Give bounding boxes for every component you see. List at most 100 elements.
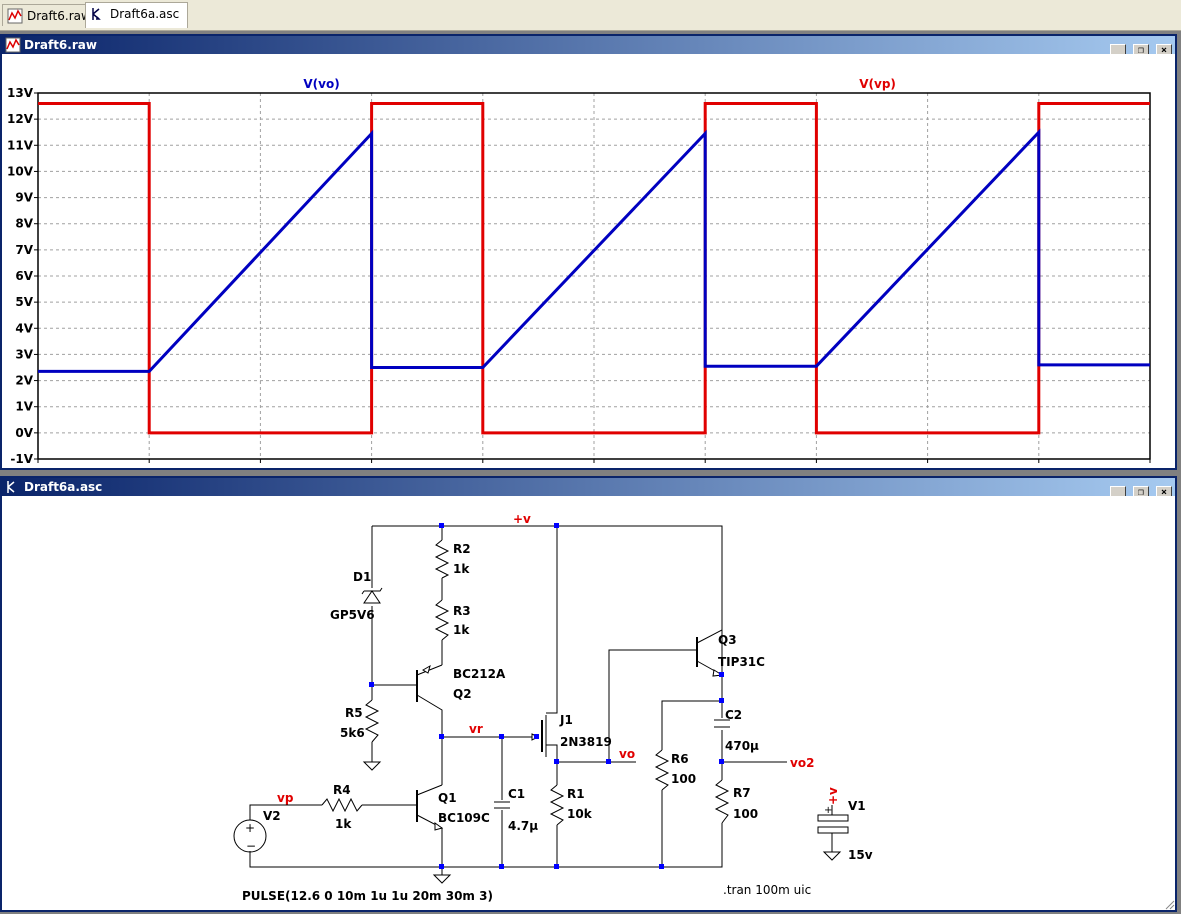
J1-ref: J1: [559, 713, 573, 727]
capacitors: [494, 719, 730, 809]
Q2-ref: Q2: [453, 687, 472, 701]
V1-value: 15v: [848, 848, 873, 862]
V2-value: PULSE(12.6 0 10m 1u 1u 20m 30m 3): [242, 889, 493, 903]
plot-frame: [37, 92, 1151, 460]
V2-symbol: + −: [233, 819, 267, 853]
Q3-value: TIP31C: [718, 655, 765, 669]
Q2-value: BC212A: [453, 667, 506, 681]
R1-value: 10k: [567, 807, 593, 821]
V1-symbol: +: [817, 805, 849, 848]
x-tick-label: 10ms: [131, 466, 167, 468]
y-tick-label: 4V: [15, 321, 33, 335]
Q3-ref: Q3: [718, 633, 737, 647]
resize-grip-icon[interactable]: [1163, 898, 1175, 910]
schematic-icon: [7, 481, 15, 493]
waveform-window: Draft6.raw _ ❐ × 0ms 10ms 20ms 30ms 40ms 50ms…: [0, 34, 1177, 470]
y-tick-label: 11V: [7, 138, 34, 152]
V2-ref: V2: [263, 809, 281, 823]
y-tick-label: -1V: [10, 452, 33, 466]
svg-text:+: +: [824, 805, 832, 816]
R4-ref: R4: [333, 783, 351, 797]
C2-ref: C2: [725, 708, 742, 722]
R1-ref: R1: [567, 787, 585, 801]
schematic-icon: [92, 8, 101, 20]
resistors: [321, 539, 730, 826]
D1-ref: D1: [353, 570, 371, 584]
net-label-vo: vo: [619, 747, 635, 761]
svg-text:+: +: [245, 821, 255, 835]
y-tick-label: 7V: [15, 243, 33, 257]
x-tick-label: 30ms: [353, 466, 389, 468]
C1-ref: C1: [508, 787, 525, 801]
net-label-vo2: vo2: [790, 756, 814, 770]
waveform-icon: [7, 8, 23, 24]
V1-ref: V1: [848, 799, 866, 813]
R7-value: 100: [733, 807, 758, 821]
R4-value: 1k: [335, 817, 352, 831]
R7-symbol: [714, 779, 730, 824]
x-tick-label: 40ms: [465, 466, 501, 468]
R2-ref: R2: [453, 542, 471, 556]
y-tick-label: 2V: [15, 374, 33, 388]
y-tick-label: 3V: [15, 347, 33, 361]
window-title: Draft6a.asc: [24, 480, 103, 494]
R5-value: 5k6: [340, 726, 365, 740]
net-label-vr: vr: [469, 722, 483, 736]
C2-value: 470µ: [725, 739, 759, 753]
x-tick-label: 90ms: [1021, 466, 1057, 468]
R3-symbol: [434, 599, 450, 641]
ground-symbols: [362, 761, 842, 884]
x-tick-label: 60ms: [687, 466, 723, 468]
R7-ref: R7: [733, 786, 751, 800]
waveform-chart[interactable]: 0ms 10ms 20ms 30ms 40ms 50ms 60ms 70ms 80ms 90ms 1…: [2, 54, 1175, 468]
schematic-title-bar[interactable]: Draft6a.asc _ ❐ ×: [2, 478, 1175, 500]
waveform-icon: [5, 37, 21, 53]
x-tick-label: 20ms: [242, 466, 278, 468]
trace-label-vvp[interactable]: V(vp): [859, 77, 896, 91]
D1-symbol: [361, 587, 383, 604]
net-label-vplus: +v: [513, 512, 531, 526]
C1-value: 4.7µ: [508, 819, 538, 833]
series-line-vvp[interactable]: [38, 101, 1150, 435]
waveform-title-bar[interactable]: Draft6.raw _ ❐ ×: [2, 36, 1175, 58]
net-label-v1-plus: +v: [826, 787, 840, 805]
y-tick-label: 9V: [15, 191, 33, 205]
wires: [249, 525, 787, 868]
tab-draft6a-asc[interactable]: Draft6a.asc: [85, 2, 189, 28]
Q1-ref: Q1: [438, 791, 457, 805]
x-tick-label: 70ms: [798, 466, 834, 468]
y-tick-label: 12V: [7, 112, 34, 126]
trace-label-vvo[interactable]: V(vo): [303, 77, 339, 91]
R4-symbol: [321, 797, 363, 813]
tab-label: Draft6.raw: [27, 9, 91, 23]
D1-value: GP5V6: [330, 608, 375, 622]
x-tick-label: 0ms: [24, 466, 52, 468]
tab-draft6-raw[interactable]: Draft6.raw: [2, 4, 100, 26]
R6-ref: R6: [671, 752, 689, 766]
schematic-window: Draft6a.asc _ ❐ ×: [0, 476, 1177, 912]
window-title: Draft6.raw: [24, 38, 97, 52]
R1-symbol: [549, 784, 565, 826]
y-tick-label: 1V: [15, 400, 33, 414]
y-tick-label: 5V: [15, 295, 33, 309]
R3-value: 1k: [453, 623, 470, 637]
R6-symbol: [654, 749, 670, 791]
y-tick-label: 6V: [15, 269, 33, 283]
svg-text:−: −: [246, 839, 256, 853]
x-tick-label: 80ms: [909, 466, 945, 468]
junction-dots: [369, 523, 724, 869]
schematic-drawing[interactable]: + − +: [2, 496, 1175, 910]
document-tab-bar: Draft6.raw Draft6a.asc: [0, 0, 1181, 31]
y-tick-label: 8V: [15, 217, 33, 231]
series-line-vvo[interactable]: [38, 128, 1150, 373]
schematic-canvas[interactable]: + − +: [2, 496, 1175, 910]
R2-value: 1k: [453, 562, 470, 576]
waveform-plot-area[interactable]: 0ms 10ms 20ms 30ms 40ms 50ms 60ms 70ms 80ms 90ms 1…: [2, 54, 1175, 468]
x-tick-label: 50ms: [576, 466, 612, 468]
R5-ref: R5: [345, 706, 363, 720]
net-label-vp: vp: [277, 791, 294, 805]
R6-value: 100: [671, 772, 696, 786]
y-tick-label: 13V: [7, 86, 34, 100]
J1-value: 2N3819: [560, 735, 612, 749]
Q1-value: BC109C: [438, 811, 490, 825]
